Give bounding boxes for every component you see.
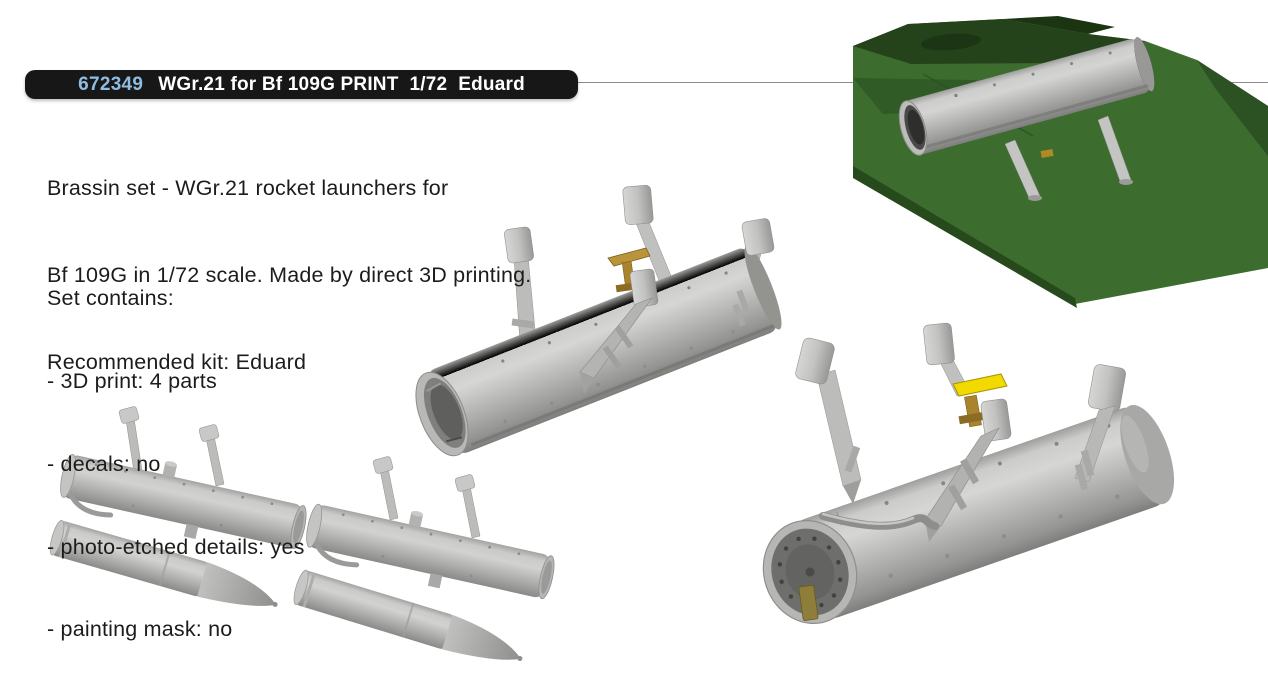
rocket-shell [293, 569, 523, 661]
set-contains-item: - 3D print: 4 parts [47, 368, 217, 393]
launcher-mounted-under-wing-render [853, 16, 1268, 308]
product-description: Brassin set - WGr.21 rocket launchers fo… [47, 116, 531, 435]
rear-breech-disc [762, 520, 858, 624]
strut [372, 456, 481, 539]
strut-caps-and-hardware [504, 184, 775, 394]
brass-tab [798, 584, 819, 621]
launcher-tubes-and-rockets-render [48, 402, 568, 668]
brass-fitting [1040, 149, 1054, 158]
product-sheet: 672349 WGr.21 for Bf 109G PRINT 1/72 Edu… [25, 16, 1268, 668]
brass-sight [607, 247, 651, 267]
strut [1004, 115, 1133, 201]
strut-stems [816, 355, 970, 487]
product-title: WGr.21 for Bf 109G PRINT 1/72 Eduard [158, 73, 525, 95]
tube-open-end [898, 100, 928, 156]
set-contains-item: - painting mask: no [47, 617, 233, 642]
set-contains-item: - decals: no [47, 451, 161, 476]
description-line: Bf 109G in 1/72 scale. Made by direct 3D… [47, 263, 532, 287]
launcher-front-quarter-render [408, 182, 808, 482]
product-header-bar: 672349 WGr.21 for Bf 109G PRINT 1/72 Edu… [25, 70, 578, 99]
rocket-shell [49, 520, 278, 607]
product-code: 672349 [78, 73, 144, 95]
launcher-tube-side [306, 503, 555, 600]
set-contains-item: - photo-etched details: yes [47, 534, 305, 559]
launcher-tube [796, 404, 1175, 618]
description-line: Brassin set - WGr.21 rocket launchers fo… [47, 176, 449, 200]
set-contains-list: Set contains: - 3D print: 4 parts - deca… [47, 230, 305, 699]
launcher-rear-quarter-render [755, 310, 1220, 645]
curved-pipe [819, 512, 939, 530]
set-contains-heading: Set contains: [47, 286, 174, 311]
strut-caps-and-hardware [795, 322, 1126, 542]
yellow-pe-part [952, 373, 1008, 397]
launcher-tube-side [60, 454, 307, 549]
strut [118, 406, 225, 487]
description-line: Recommended kit: Eduard [47, 350, 307, 374]
launcher-tube [903, 37, 1155, 155]
tube-open-end [415, 371, 469, 457]
